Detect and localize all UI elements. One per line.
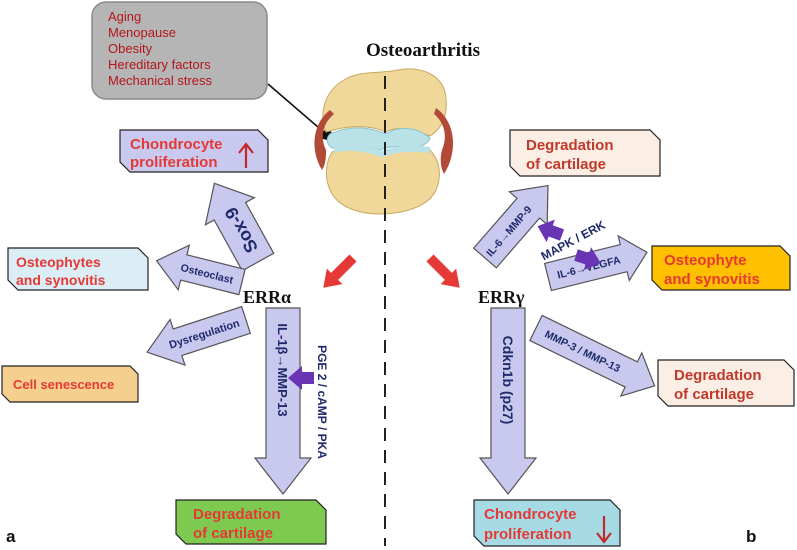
red-arrow-right [426, 254, 460, 288]
knee-joint-illustration [314, 68, 454, 215]
degradation-right-top-line1: Degradation [526, 137, 614, 154]
risk-factor-mechanical: Mechanical stress [108, 73, 213, 88]
degradation-left-line2: of cartilage [193, 525, 273, 542]
cell-senescence-box: Cell senescence [1, 365, 139, 403]
mapk-purple-arrow-left [537, 219, 565, 243]
osteoclast-arrow: Osteoclast [155, 244, 246, 296]
mmp3-arrow: MMP-3 / MMP-13 [529, 314, 656, 398]
degradation-left-box: Degradation of cartilage [175, 499, 327, 545]
cdkn1b-label: Cdkn1b (p27) [500, 336, 516, 425]
il1b-label: IL-1β→MMP-13 [275, 323, 290, 416]
err-alpha-label: ERRα [243, 287, 291, 307]
risk-factor-hereditary: Hereditary factors [108, 57, 211, 72]
mapk-purple-arrow-right [574, 247, 601, 271]
risk-factors-box: Aging Menopause Obesity Hereditary facto… [91, 1, 268, 100]
pge2-label: PGE 2 / cAMP / PKA [315, 345, 329, 459]
chondro-up-line1: Chondrocyte [130, 136, 223, 153]
chondro-down-line1: Chondrocyte [484, 506, 577, 523]
red-arrow-left [323, 254, 357, 288]
osteophytes-synovitis-box: Osteophytes and synovitis [7, 247, 149, 291]
degradation-right-top-box: Degradation of cartilage [509, 129, 661, 177]
chondro-down-line2: proliferation [484, 526, 572, 543]
risk-factor-aging: Aging [108, 9, 141, 24]
degradation-right-mid-box: Degradation of cartilage [657, 359, 795, 407]
degradation-right-mid-line2: of cartilage [674, 386, 754, 403]
osteophytes-line2: and synovitis [16, 272, 106, 288]
panel-label-b: b [746, 527, 756, 546]
degradation-left-line1: Degradation [193, 506, 281, 523]
il1b-arrow: IL-1β→MMP-13 [253, 307, 313, 495]
osteophyte-line1: Osteophyte [664, 252, 747, 269]
arrow-up-icon [238, 142, 254, 168]
err-gamma-label: ERRγ [478, 287, 525, 307]
chondro-up-line2: proliferation [130, 154, 218, 171]
pge2-purple-arrow [288, 366, 314, 390]
cdkn1b-arrow: Cdkn1b (p27) [478, 307, 538, 495]
cell-senescence-label: Cell senescence [13, 377, 114, 392]
chondrocyte-proliferation-up-box: Chondrocyte proliferation [119, 129, 269, 173]
risk-factor-menopause: Menopause [108, 25, 176, 40]
arrow-down-icon [596, 516, 612, 544]
osteophytes-line1: Osteophytes [16, 254, 101, 270]
degradation-right-top-line2: of cartilage [526, 156, 606, 173]
degradation-right-mid-line1: Degradation [674, 367, 762, 384]
osteophyte-synovitis-box: Osteophyte and synovitis [651, 245, 791, 291]
osteophyte-line2: and synovitis [664, 271, 760, 288]
panel-label-a: a [6, 527, 16, 546]
dysregulation-arrow: Dysregulation [146, 305, 252, 367]
risk-factor-obesity: Obesity [108, 41, 153, 56]
diagram-title: Osteoarthritis [366, 40, 480, 61]
chondrocyte-proliferation-down-box: Chondrocyte proliferation [473, 499, 621, 547]
